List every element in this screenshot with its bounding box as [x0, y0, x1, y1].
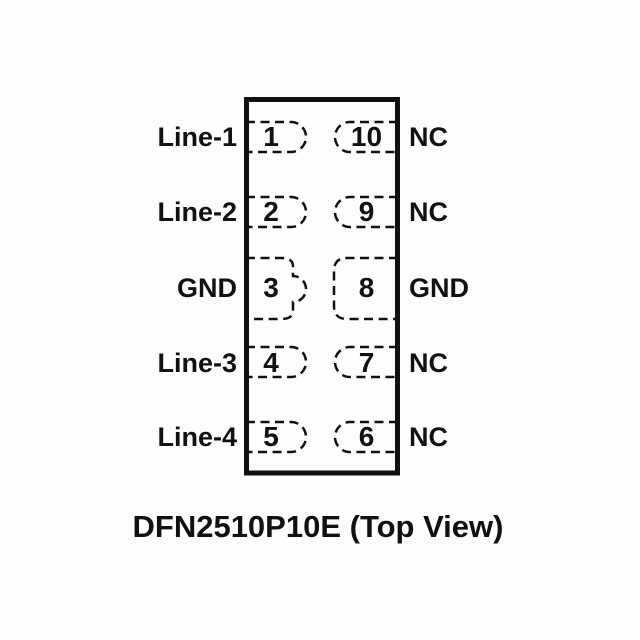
- pin-pad-9: [333, 195, 398, 229]
- pin-label-nc-7: NC: [409, 348, 448, 378]
- pin-number-7: 7: [358, 347, 375, 378]
- pin-number-8: 8: [358, 272, 375, 303]
- pin-label-line-1: Line-1: [157, 122, 237, 152]
- pin-number-5: 5: [263, 421, 279, 452]
- pin-label-gnd-left: GND: [177, 273, 237, 303]
- pin-number-4: 4: [263, 347, 279, 378]
- pin-number-2: 2: [263, 196, 279, 227]
- pin-number-1: 1: [263, 121, 279, 152]
- pin-number-6: 6: [358, 421, 375, 452]
- pin-label-line-3: Line-3: [157, 348, 237, 378]
- package-outline: [244, 97, 400, 476]
- pin-label-line-2: Line-2: [157, 197, 237, 227]
- pin-number-9: 9: [358, 196, 375, 227]
- pin-label-nc-9: NC: [409, 197, 448, 227]
- pin-number-10: 10: [350, 121, 383, 152]
- pin-pad-5: [246, 420, 308, 454]
- pin-pad-6: [333, 420, 398, 454]
- pin-pad-10: [333, 120, 398, 154]
- pin-number-3: 3: [263, 272, 279, 303]
- pin-pad-7: [333, 345, 398, 379]
- pin-pad-1: [246, 120, 308, 154]
- pin-label-line-4: Line-4: [157, 422, 237, 452]
- pin-label-gnd-right: GND: [409, 273, 469, 303]
- diagram-caption: DFN2510P10E (Top View): [132, 509, 504, 544]
- pin-pad-3: [246, 256, 308, 321]
- pin-pad-8: [332, 256, 398, 321]
- pin-pad-2: [246, 195, 308, 229]
- pin-label-nc-10: NC: [409, 122, 448, 152]
- pin-pad-4: [246, 345, 308, 379]
- pin-label-nc-6: NC: [409, 422, 448, 452]
